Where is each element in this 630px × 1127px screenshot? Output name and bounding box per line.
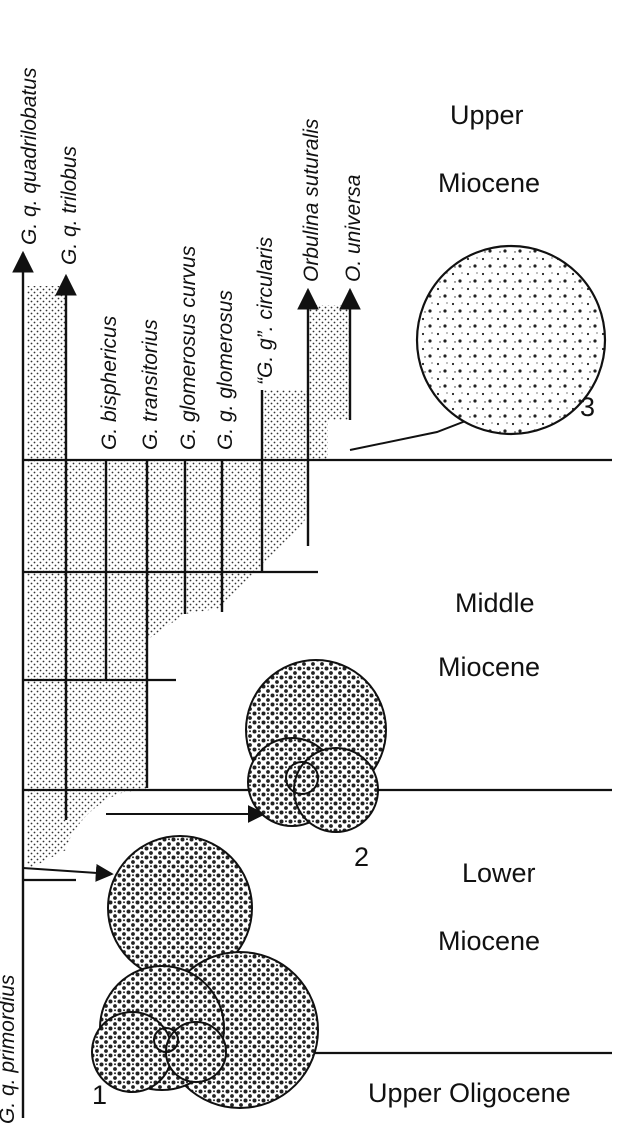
specimen-1 <box>92 836 318 1108</box>
specimen-2 <box>246 660 386 832</box>
epoch-lower-miocene-line1: Lower <box>462 858 536 888</box>
specimen-number-2: 2 <box>354 842 369 872</box>
label-curvus: G. glomerosus curvus <box>177 245 200 450</box>
epoch-upper-miocene-line1: Upper <box>450 100 524 130</box>
label-quadrilobatus: G. q. quadrilobatus <box>18 67 41 245</box>
label-transitorius: G. transitorius <box>139 319 162 450</box>
circularis-range-fill <box>262 390 308 460</box>
label-universa: O. universa <box>342 175 365 282</box>
epoch-middle-miocene-line1: Middle <box>455 588 535 618</box>
label-circularis: “G. g”. circularis <box>254 236 277 385</box>
arrow-to-1 <box>23 868 112 874</box>
specimen-number-1: 1 <box>92 1080 107 1110</box>
label-trilobus: G. q. trilobus <box>58 145 81 265</box>
label-suturalis: Orbulina suturalis <box>300 118 323 282</box>
label-bisphericus: G. bisphericus <box>98 315 121 450</box>
epoch-upper-oligocene: Upper Oligocene <box>368 1078 571 1108</box>
specimen-number-3: 3 <box>580 392 595 422</box>
epoch-upper-miocene-line2: Miocene <box>438 168 540 198</box>
epoch-lower-miocene-line2: Miocene <box>438 926 540 956</box>
specimen-3-orbulina <box>417 246 605 434</box>
label-primordius: G. q. primordius <box>0 974 19 1124</box>
orbulina-range-fill <box>308 305 350 460</box>
epoch-middle-miocene-line2: Miocene <box>438 652 540 682</box>
label-glomerosus: G. g. glomerosus <box>214 290 237 450</box>
